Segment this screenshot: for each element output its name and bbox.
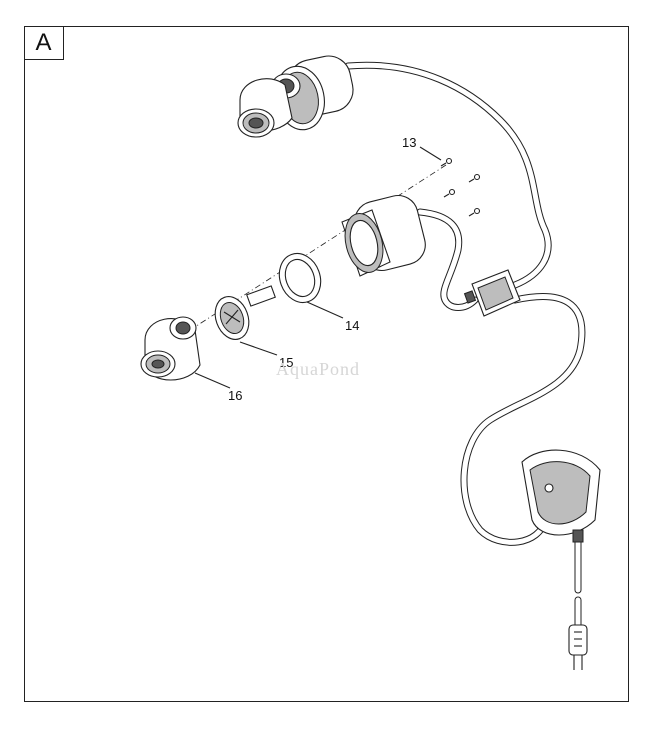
junction-box — [463, 269, 521, 317]
power-cable — [344, 61, 586, 629]
power-supply-unit — [521, 449, 601, 543]
screw-3 — [443, 188, 456, 198]
screws — [440, 157, 481, 217]
screw-1 — [440, 157, 453, 167]
o-ring-seal — [278, 252, 322, 304]
screw-2 — [468, 173, 481, 183]
power-plug — [568, 624, 588, 670]
callout-leaders — [194, 146, 442, 389]
callout-16: 16 — [228, 388, 242, 403]
motor-housing — [341, 194, 426, 277]
callout-13: 13 — [402, 135, 416, 150]
pump-housing — [140, 316, 201, 381]
panel-label: A — [24, 26, 64, 60]
impeller — [214, 285, 276, 340]
screw-4 — [468, 207, 481, 217]
assembled-pump — [237, 55, 354, 138]
diagram-frame — [24, 26, 629, 702]
callout-15: 15 — [279, 355, 293, 370]
watermark: AquaPond — [276, 359, 360, 379]
callout-14: 14 — [345, 318, 359, 333]
